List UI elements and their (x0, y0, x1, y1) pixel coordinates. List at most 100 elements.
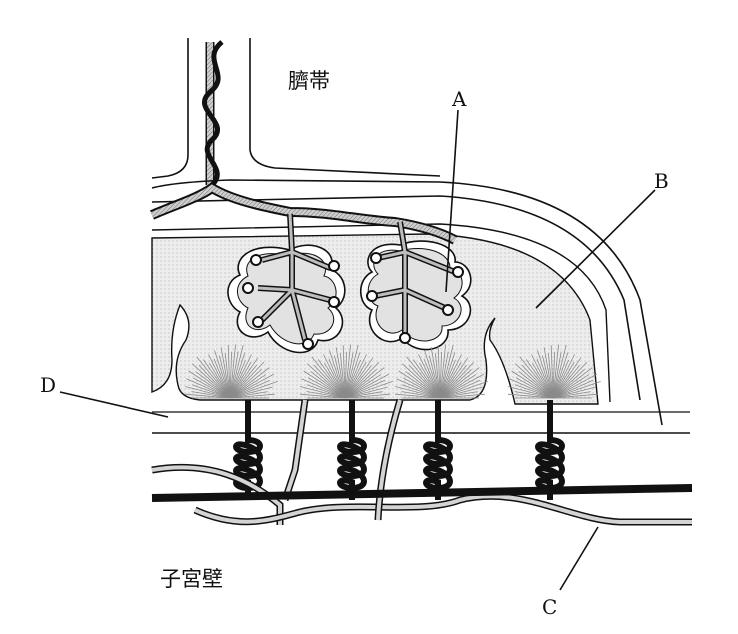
tuft-strand (196, 356, 231, 399)
tuft-strand (191, 363, 231, 399)
tuft-strand (208, 354, 231, 399)
tuft-strand (344, 354, 367, 399)
tuft-strand (229, 391, 268, 399)
tuft-strand (511, 370, 554, 399)
tuft-strand (220, 347, 231, 399)
tuft-strand (344, 379, 386, 399)
tuft-strand (344, 386, 388, 399)
label-a: A (451, 87, 467, 111)
tuft-strand (229, 369, 262, 399)
tuft-strand (439, 393, 485, 399)
chorionic-vessels (150, 182, 458, 245)
tuft-strand (344, 367, 385, 399)
tuft-strand (300, 386, 346, 399)
tuft-strand (439, 351, 442, 399)
tuft-strand (552, 361, 575, 399)
tuft-strand (303, 370, 346, 399)
tuft-strand (552, 386, 596, 399)
tuft-strand (344, 359, 361, 399)
decidua-layer (152, 411, 690, 434)
tuft-strand (531, 362, 554, 399)
tuft-strand (213, 358, 231, 399)
tuft-strand (335, 347, 346, 399)
tuft-strand (339, 353, 346, 399)
tuft-strand (429, 355, 441, 399)
tuft-strand (516, 377, 554, 399)
tuft-strand (439, 364, 467, 399)
tuft-strand (229, 374, 267, 399)
tuft-strand (344, 361, 380, 399)
tuft-strand (229, 352, 246, 399)
leader-c (559, 526, 599, 591)
tuft-strand (514, 391, 554, 399)
label-d: D (40, 373, 56, 397)
tuft-strand (323, 354, 346, 399)
tuft-strand (329, 350, 346, 399)
villous-tufts (185, 344, 601, 399)
tuft-strand (344, 351, 347, 399)
tuft-strand (439, 381, 488, 399)
tuft-strand (552, 351, 555, 399)
tuft-strand (229, 364, 257, 399)
tuft-strand (344, 344, 359, 399)
tuft-strand (537, 350, 554, 399)
tuft-strand (430, 347, 441, 399)
tuft-strand (439, 373, 485, 399)
tuft-strand (525, 359, 554, 399)
tuft-strand (552, 374, 590, 399)
tuft-strand (229, 359, 246, 399)
tuft-strand (412, 359, 441, 399)
tuft-strand (439, 369, 472, 399)
tuft-strand (344, 373, 390, 399)
tuft-strand (552, 369, 585, 399)
tuft-strand (313, 364, 346, 399)
tuft-strand (344, 344, 351, 399)
tuft-strand (401, 391, 441, 399)
leader-b (535, 189, 656, 309)
tuft-strand (195, 371, 231, 399)
tuft-strand (342, 345, 346, 399)
tuft-strand (208, 362, 231, 399)
tuft-strand (202, 359, 231, 399)
tuft-strand (552, 364, 580, 399)
tuft-strand (344, 357, 374, 399)
tuft-strand (229, 373, 275, 399)
tuft-strand (185, 393, 231, 399)
label-c: C (542, 595, 557, 619)
tuft-strand (306, 384, 346, 399)
tuft-strand (344, 391, 383, 399)
leader-d (59, 391, 169, 418)
umbilical-cord (151, 38, 441, 187)
tuft-strand (423, 358, 441, 399)
tuft-strand (191, 391, 231, 399)
tuft-strand (186, 378, 231, 399)
tuft-strand (509, 378, 554, 399)
tuft-strand (508, 393, 554, 399)
tuft-strand (552, 359, 569, 399)
tuft-strand (552, 373, 598, 399)
label-uterine-wall: 子宮壁 (160, 567, 223, 591)
tuft-strand (229, 361, 265, 399)
tuft-strand (424, 350, 441, 399)
tuft-strand (229, 351, 232, 399)
tuft-strand (229, 357, 259, 399)
villus-tree-right (359, 221, 472, 351)
leader-a (445, 109, 459, 293)
tuft-strand (311, 356, 346, 399)
tuft-strand (344, 369, 377, 399)
tuft-strand (439, 391, 478, 399)
tuft-strand (552, 352, 569, 399)
tuft-strand (229, 386, 273, 399)
tuft-strand (514, 363, 554, 399)
tuft-strand (301, 378, 346, 399)
tuft-strand (439, 352, 456, 399)
tuft-strand (547, 353, 554, 399)
tuft-strand (306, 363, 346, 399)
tuft-strand (229, 393, 275, 399)
tuft-strand (543, 347, 554, 399)
tuft-strand (224, 353, 231, 399)
tuft-strand (193, 377, 231, 399)
uterine-vessels (151, 398, 693, 526)
tuft-strand (521, 364, 554, 399)
